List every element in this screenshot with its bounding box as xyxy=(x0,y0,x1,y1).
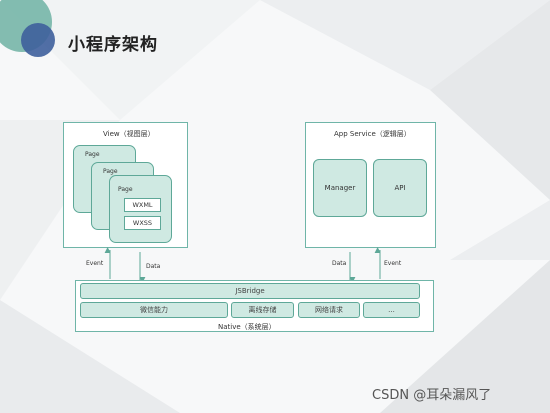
page-card-3: Page WXML WXSS xyxy=(109,175,172,243)
app-service-label: App Service（逻辑层） xyxy=(334,130,411,138)
wxml-box: WXML xyxy=(124,198,161,212)
wxss-box: WXSS xyxy=(124,216,161,230)
left-data-label: Data xyxy=(146,263,161,270)
page-card-label: Page xyxy=(118,186,133,193)
right-data-label: Data xyxy=(332,260,347,267)
native-module-storage: 离线存储 xyxy=(231,302,294,318)
title-decoration-icon xyxy=(0,0,55,57)
native-module-network: 网络请求 xyxy=(298,302,360,318)
native-module-more: ... xyxy=(363,302,420,318)
native-module-wechat: 微信能力 xyxy=(80,302,228,318)
page-title: 小程序架构 xyxy=(68,35,158,55)
right-event-label: Event xyxy=(384,260,402,267)
api-box: API xyxy=(373,159,427,217)
page-card-label: Page xyxy=(103,168,118,175)
watermark: CSDN @耳朵漏风了 xyxy=(372,388,492,403)
native-layer-label: Native（系统层） xyxy=(218,323,276,331)
left-event-label: Event xyxy=(86,260,104,267)
jsbridge-bar: JSBridge xyxy=(80,283,420,299)
page-card-label: Page xyxy=(85,151,100,158)
manager-box: Manager xyxy=(313,159,367,217)
view-layer-label: View（视图层） xyxy=(103,130,155,138)
